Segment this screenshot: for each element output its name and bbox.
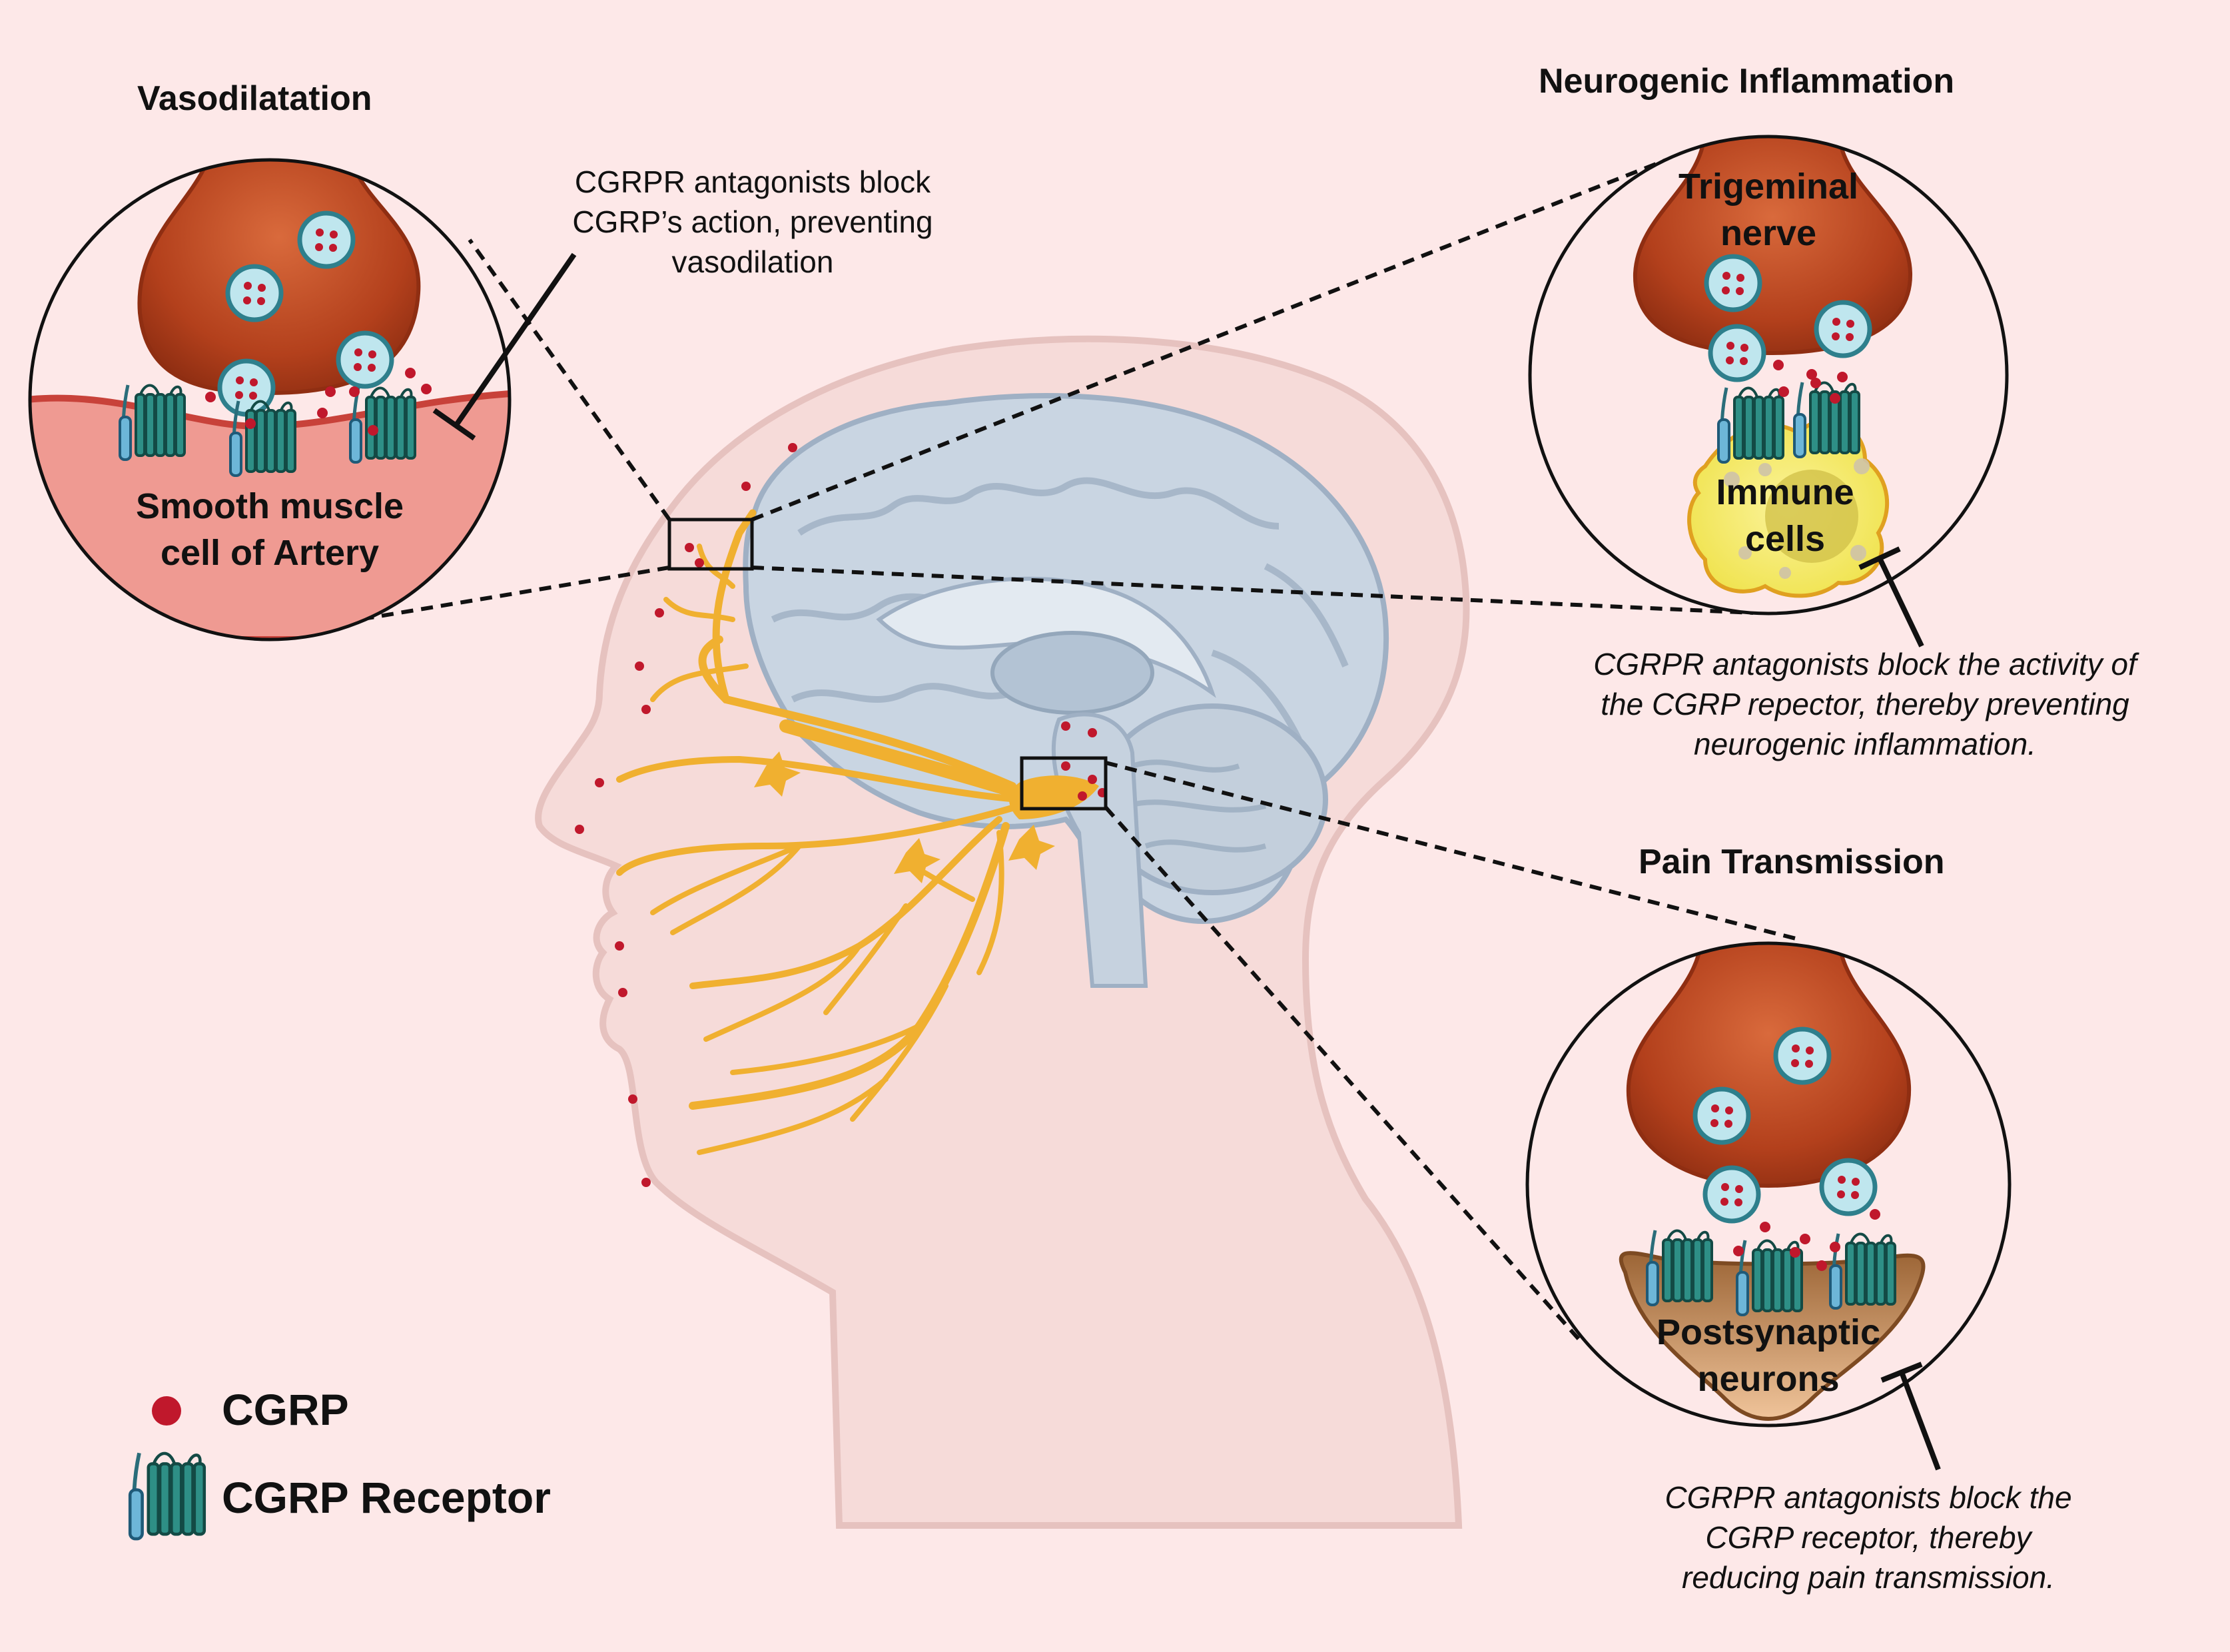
zoom-connectors [339,148,1799,1340]
label-line: Postsynaptic [1656,1312,1881,1352]
note-line: the CGRP repector, thereby preventing [1601,687,2129,721]
cgrp-dot-icon [1733,1209,1880,1271]
legend-receptor-label: CGRP Receptor [222,1473,551,1522]
vesicle-icon [338,333,392,386]
note-line: neurogenic inflammation. [1694,727,2036,761]
cgrp-dot-icon [152,1396,181,1426]
label-line: Smooth muscle [135,486,404,526]
panel-title-neurogenic: Neurogenic Inflammation [1539,62,1955,101]
vesicle-icon [1695,1089,1748,1142]
cerebellum [1096,703,1328,895]
vesicle-icon [1705,1168,1758,1221]
postsynaptic-label: Postsynaptic neurons [1629,1309,1908,1402]
vesicle-icon [1776,1029,1829,1082]
label-line: cell of Artery [160,533,380,573]
panel-neurogenic [1528,135,2009,616]
label-line: Immune [1716,472,1854,512]
panel-title-vasodilatation: Vasodilatation [137,79,372,118]
label-line: neurons [1697,1359,1840,1399]
vesicle-icon [228,266,281,320]
vesicle-icon [220,361,273,414]
panel-title-pain: Pain Transmission [1639,843,1945,881]
cgrp-dot-icon [205,368,432,436]
note-line: CGRPR antagonists block the [1665,1480,2072,1515]
vesicle-icon [1822,1160,1875,1214]
smooth-muscle-label: Smooth muscle cell of Artery [97,483,443,576]
panel-vasodilatation [28,158,512,641]
label-line: nerve [1720,213,1817,253]
neurogenic-note: CGRPR antagonists block the activity of … [1532,644,2198,764]
vesicle-icon [1710,326,1764,380]
zoom-box-ganglion [1020,756,1108,811]
cgrp-receptor-icon [130,1453,204,1539]
note-line: CGRP receptor, thereby [1705,1520,2032,1555]
immune-cells-label: Immune cells [1685,469,1885,562]
note-line: CGRP’s action, preventing [572,205,933,239]
pain-note: CGRPR antagonists block the CGRP recepto… [1579,1477,2158,1597]
trigeminal-nerve-label: Trigeminal nerve [1635,163,1902,256]
vesicle-icon [1706,256,1760,310]
label-line: cells [1744,519,1826,559]
inhibition-t-bar-icon [432,252,577,441]
panel-pain [1525,941,2012,1428]
legend-cgrp-label: CGRP [222,1385,349,1434]
note-line: reducing pain transmission. [1682,1560,2055,1595]
vasodilatation-note: CGRPR antagonists block CGRP’s action, p… [520,162,986,282]
label-line: Trigeminal [1678,167,1859,206]
inhibition-t-bar-icon [1858,546,1924,647]
cgrp-dot-icon [1773,360,1848,404]
zoom-box-forehead [667,518,754,571]
inhibition-t-bar-icon [1880,1362,1941,1471]
note-line: vasodilation [671,244,834,279]
note-line: CGRPR antagonists block [574,165,931,199]
vesicle-icon [300,213,353,266]
note-line: CGRPR antagonists block the activity of [1593,647,2137,681]
vesicle-icon [1816,302,1870,356]
